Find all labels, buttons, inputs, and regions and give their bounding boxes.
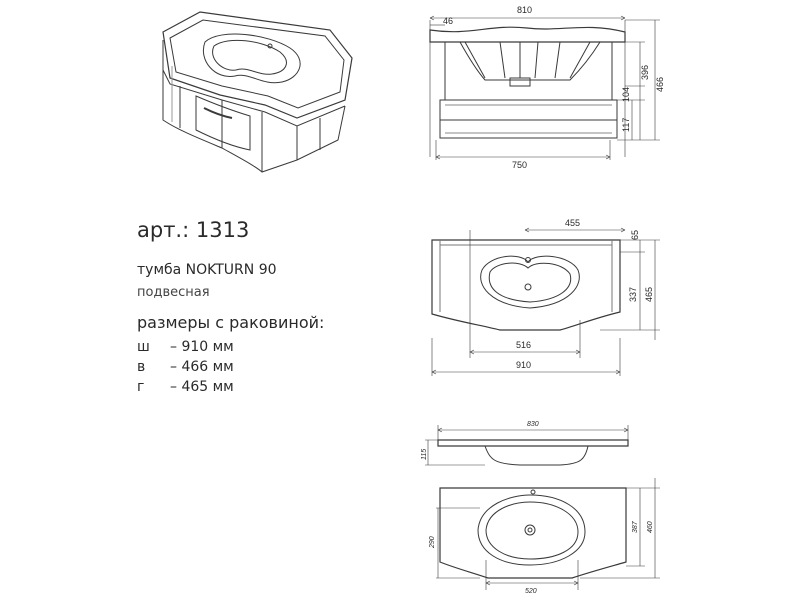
dim-top-total-depth: 465: [644, 287, 654, 302]
dim-top-width-455: 455: [565, 218, 580, 228]
top-plan-view: [431, 227, 660, 376]
dim-sink-depth-b: 460: [647, 521, 654, 533]
dim-front-height-right: 396: [640, 65, 650, 80]
sink-side-view: [425, 425, 629, 466]
size-key: г: [137, 379, 145, 395]
size-value: – 466 мм: [170, 359, 234, 375]
dim-top-total-width: 910: [516, 360, 531, 370]
model-name: тумба NOKTURN 90: [137, 262, 277, 278]
dim-front-drawer-gap: 104: [621, 87, 631, 102]
dim-sink-bowl-width: 520: [525, 588, 537, 595]
front-elevation-view: [429, 15, 660, 160]
dim-top-bowl-width: 516: [516, 340, 531, 350]
dim-front-height-total: 466: [655, 77, 665, 92]
size-value: – 465 мм: [170, 379, 234, 395]
dim-sink-width: 830: [527, 421, 539, 428]
dim-top-depth-65: 65: [630, 230, 640, 240]
dim-front-edge-offset: 46: [443, 16, 453, 26]
dim-top-bowl-depth: 337: [628, 287, 638, 302]
size-row-height: в – 466 мм: [137, 359, 234, 375]
cabinet-perspective-view: [162, 11, 353, 173]
size-row-depth: г – 465 мм: [137, 379, 234, 395]
size-row-width: ш – 910 мм: [137, 339, 234, 355]
dim-front-body-width: 750: [512, 160, 527, 170]
sizes-heading: размеры с раковиной:: [137, 313, 325, 332]
size-key: в: [137, 359, 146, 375]
size-key: ш: [137, 339, 150, 355]
dim-front-overall-width: 810: [517, 5, 532, 15]
dim-sink-bowl-depth: 290: [429, 536, 436, 549]
sink-top-view: [436, 478, 660, 590]
dim-front-bottom-gap: 117: [621, 118, 631, 132]
dim-sink-depth-a: 387: [632, 520, 639, 533]
article-number: арт.: 1313: [137, 218, 250, 242]
mount-type: подвесная: [137, 285, 210, 300]
size-value: – 910 мм: [170, 339, 234, 355]
dim-sink-height: 115: [421, 449, 428, 460]
